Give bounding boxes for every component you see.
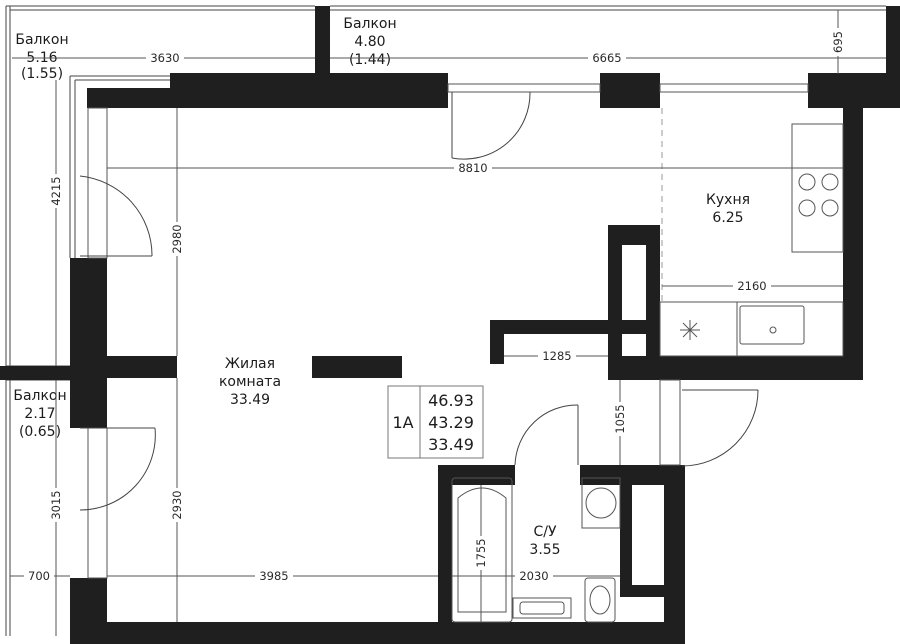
total-area: 46.93 <box>428 391 474 410</box>
apartment-badge: 1A 46.93 43.29 33.49 <box>387 385 484 459</box>
balcony-top-left-name: Балкон <box>15 32 68 48</box>
dim-700: 700 <box>28 569 50 583</box>
kitchen-area: 6.25 <box>712 210 743 226</box>
area-without-balconies: 43.29 <box>428 413 474 432</box>
living-area: 33.49 <box>428 435 474 454</box>
dim-3630: 3630 <box>150 51 179 65</box>
balcony-top-coef: (1.44) <box>349 52 391 68</box>
dim-2930: 2930 <box>170 490 184 519</box>
apartment-type: 1A <box>392 413 413 432</box>
kitchen-name: Кухня <box>706 192 750 208</box>
dim-1755: 1755 <box>474 538 488 567</box>
bathroom-fixtures <box>451 477 621 623</box>
dim-1285: 1285 <box>542 349 571 363</box>
balcony-left-area: 2.17 <box>24 406 55 422</box>
dim-2160: 2160 <box>737 279 766 293</box>
living-name-line2: комната <box>219 374 281 390</box>
balcony-left-name: Балкон <box>13 388 66 404</box>
windows <box>87 83 809 579</box>
dim-695: 695 <box>831 31 845 53</box>
balcony-left-coef: (0.65) <box>19 424 61 440</box>
walls <box>0 6 900 644</box>
living-area-label: 33.49 <box>230 392 270 408</box>
balcony-top-left-coef: (1.55) <box>21 66 63 82</box>
living-name-line1: Жилая <box>225 356 275 372</box>
bathroom-name: С/У <box>533 524 556 540</box>
dim-3985: 3985 <box>259 569 288 583</box>
bathroom-area: 3.55 <box>529 542 560 558</box>
dim-2980: 2980 <box>170 224 184 253</box>
dimension-labels: 3630 6665 695 4215 8810 2980 2160 1285 1… <box>24 28 845 583</box>
room-labels: Балкон 5.16 (1.55) Балкон 4.80 (1.44) Ба… <box>13 16 750 558</box>
dim-8810: 8810 <box>458 161 487 175</box>
dim-3015: 3015 <box>49 490 63 519</box>
dim-1055: 1055 <box>613 404 627 433</box>
balcony-top-area: 4.80 <box>354 34 385 50</box>
dim-4215: 4215 <box>49 176 63 205</box>
doors <box>79 91 759 511</box>
dim-2030: 2030 <box>519 569 548 583</box>
balcony-top-name: Балкон <box>343 16 396 32</box>
dim-6665: 6665 <box>592 51 621 65</box>
kitchen-fixtures <box>659 108 844 357</box>
